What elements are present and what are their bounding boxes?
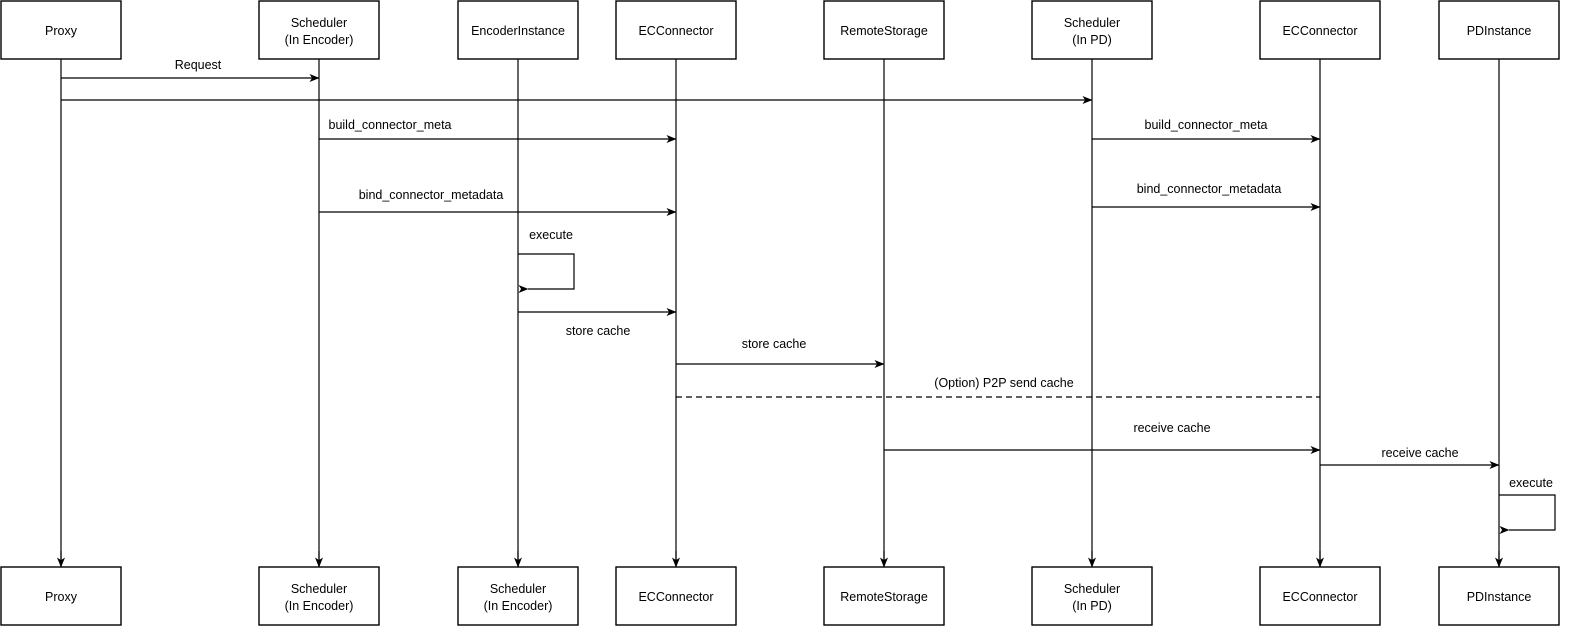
box-outline bbox=[615, 0, 737, 60]
participant-box-bottom-ec-connector-pd[interactable]: ECConnector bbox=[1259, 566, 1381, 626]
message-label: build_connector_meta bbox=[329, 118, 452, 132]
participant-label-line2: (In PD) bbox=[1072, 33, 1112, 47]
message-label: build_connector_meta bbox=[1145, 118, 1268, 132]
message-receive-cache-remote-to-ec[interactable]: receive cache bbox=[884, 421, 1321, 454]
box-outline bbox=[258, 0, 380, 60]
message-label: receive cache bbox=[1133, 421, 1210, 435]
participant-box-bottom-scheduler-in-pd[interactable]: Scheduler (In PD) bbox=[1031, 566, 1153, 626]
participant-label-line1: PDInstance bbox=[1467, 24, 1532, 38]
message-label: store cache bbox=[566, 324, 631, 338]
participant-box-top-pd-instance[interactable]: PDInstance bbox=[1438, 0, 1560, 60]
participant-box-top-scheduler-in-pd[interactable]: Scheduler (In PD) bbox=[1031, 0, 1153, 60]
self-message-label: execute bbox=[1509, 476, 1553, 490]
box-outline bbox=[1438, 566, 1560, 626]
participant-box-top-ec-connector-pd[interactable]: ECConnector bbox=[1259, 0, 1381, 60]
message-store-cache-ec-to-remote[interactable]: store cache bbox=[676, 337, 885, 368]
box-outline bbox=[1031, 0, 1153, 60]
participant-label-line2: (In Encoder) bbox=[285, 599, 354, 613]
participant-label-line1: EncoderInstance bbox=[471, 24, 565, 38]
participant-box-bottom-pd-instance[interactable]: PDInstance bbox=[1438, 566, 1560, 626]
participant-label-line2: (In Encoder) bbox=[484, 599, 553, 613]
box-outline bbox=[615, 566, 737, 626]
message-build-connector-meta-pd[interactable]: build_connector_meta bbox=[1092, 118, 1321, 143]
box-outline bbox=[823, 0, 945, 60]
box-outline bbox=[823, 566, 945, 626]
box-outline bbox=[0, 0, 122, 60]
participant-label-line1: Scheduler bbox=[1064, 16, 1120, 30]
self-messages-group: execute execute bbox=[518, 228, 1556, 534]
message-request[interactable]: Request bbox=[61, 58, 320, 82]
box-outline bbox=[457, 0, 579, 60]
messages-group: Request build_connector_meta build_connect… bbox=[61, 58, 1500, 469]
participant-label-line1: Proxy bbox=[45, 24, 78, 38]
box-outline bbox=[0, 566, 122, 626]
message-label: (Option) P2P send cache bbox=[934, 376, 1073, 390]
participant-box-bottom-proxy[interactable]: Proxy bbox=[0, 566, 122, 626]
participant-box-bottom-encoder-instance[interactable]: Scheduler (In Encoder) bbox=[457, 566, 579, 626]
participant-label-line1: ECConnector bbox=[638, 24, 713, 38]
participant-box-top-remote-storage[interactable]: RemoteStorage bbox=[823, 0, 945, 60]
participant-label-line1: Scheduler bbox=[490, 582, 546, 596]
self-message-path bbox=[518, 253, 575, 293]
participant-label-line1: Scheduler bbox=[1064, 582, 1120, 596]
lifelines-group bbox=[57, 59, 1503, 568]
box-outline bbox=[1259, 0, 1381, 60]
participant-label-line1: ECConnector bbox=[638, 590, 713, 604]
message-store-cache-encoder-to-ec[interactable]: store cache bbox=[518, 308, 677, 338]
participant-box-top-encoder-instance[interactable]: EncoderInstance bbox=[457, 0, 579, 60]
box-outline bbox=[1438, 0, 1560, 60]
message-label: bind_connector_metadata bbox=[359, 188, 504, 202]
participant-label-line1: ECConnector bbox=[1282, 24, 1357, 38]
message-label: store cache bbox=[742, 337, 807, 351]
participant-box-top-scheduler-in-encoder[interactable]: Scheduler (In Encoder) bbox=[258, 0, 380, 60]
participant-label-line1: Scheduler bbox=[291, 16, 347, 30]
participant-label-line1: ECConnector bbox=[1282, 590, 1357, 604]
box-outline bbox=[258, 566, 380, 626]
participant-label-line1: PDInstance bbox=[1467, 590, 1532, 604]
self-message-path bbox=[1499, 494, 1556, 534]
participant-label-line1: Proxy bbox=[45, 590, 78, 604]
message-bind-connector-metadata-encoder[interactable]: bind_connector_metadata bbox=[319, 188, 677, 216]
message-build-connector-meta-encoder[interactable]: build_connector_meta bbox=[319, 118, 677, 143]
participant-label-line1: RemoteStorage bbox=[840, 24, 928, 38]
box-outline bbox=[1031, 566, 1153, 626]
box-outline bbox=[1259, 566, 1381, 626]
participant-box-top-ec-connector-encoder[interactable]: ECConnector bbox=[615, 0, 737, 60]
participant-label-line2: (In PD) bbox=[1072, 599, 1112, 613]
participant-box-top-proxy[interactable]: Proxy bbox=[0, 0, 122, 60]
participant-label-line1: RemoteStorage bbox=[840, 590, 928, 604]
self-message-execute-pd-instance[interactable]: execute bbox=[1499, 476, 1556, 534]
message-receive-cache-ec-to-pd[interactable]: receive cache bbox=[1320, 446, 1500, 469]
message-p2p-send-cache[interactable]: (Option) P2P send cache bbox=[676, 376, 1320, 398]
self-message-execute-encoder-instance[interactable]: execute bbox=[518, 228, 575, 293]
message-bind-connector-metadata-pd[interactable]: bind_connector_metadata bbox=[1092, 182, 1321, 211]
participant-label-line2: (In Encoder) bbox=[285, 33, 354, 47]
participant-box-bottom-ec-connector-encoder[interactable]: ECConnector bbox=[615, 566, 737, 626]
participant-box-bottom-remote-storage[interactable]: RemoteStorage bbox=[823, 566, 945, 626]
box-outline bbox=[457, 566, 579, 626]
message-label: receive cache bbox=[1381, 446, 1458, 460]
message-label: Request bbox=[175, 58, 222, 72]
participant-box-bottom-scheduler-in-encoder[interactable]: Scheduler (In Encoder) bbox=[258, 566, 380, 626]
participant-label-line1: Scheduler bbox=[291, 582, 347, 596]
self-message-label: execute bbox=[529, 228, 573, 242]
message-label: bind_connector_metadata bbox=[1137, 182, 1282, 196]
